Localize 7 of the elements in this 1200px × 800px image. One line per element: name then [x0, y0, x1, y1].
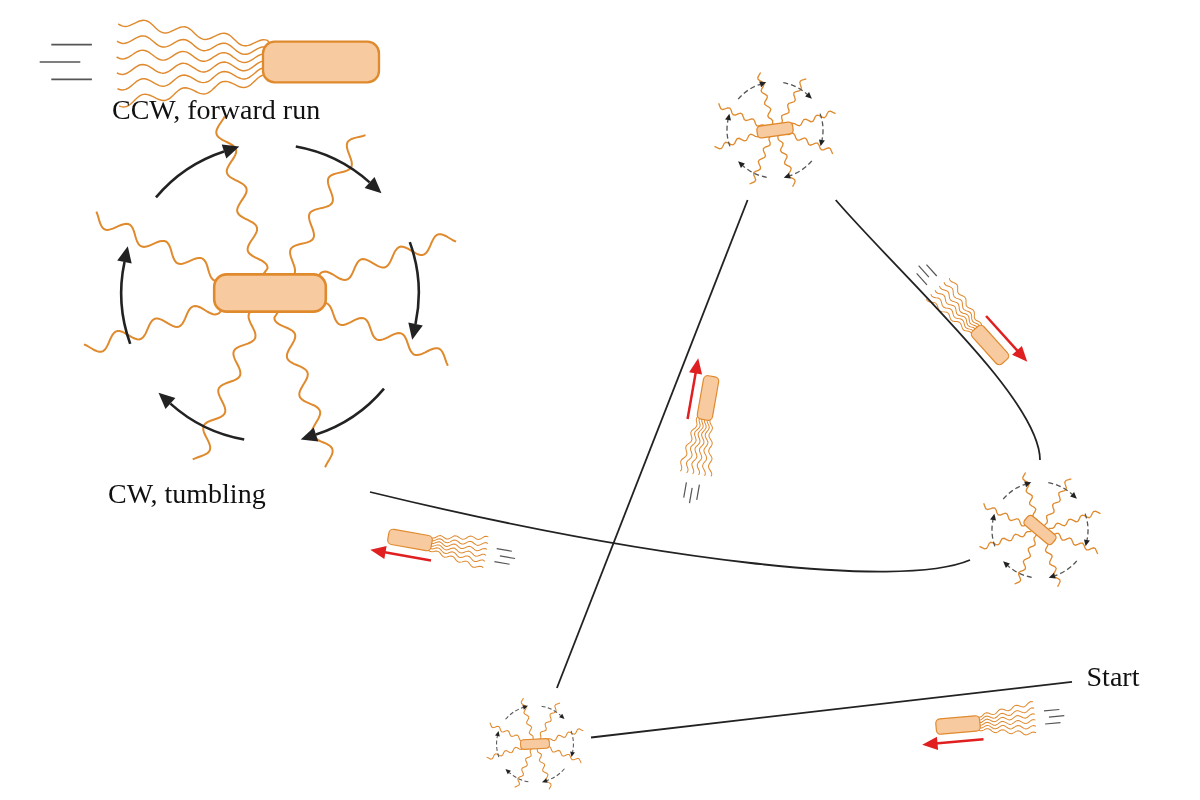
swimming-path	[590, 680, 1073, 739]
mode-label: CCW, forward run	[112, 94, 321, 126]
swimming-path	[369, 491, 971, 573]
swimming-path	[556, 199, 749, 689]
start-label: Start	[1086, 661, 1140, 693]
swimming-path	[834, 199, 1041, 461]
mode-label: CW, tumbling	[108, 478, 266, 510]
